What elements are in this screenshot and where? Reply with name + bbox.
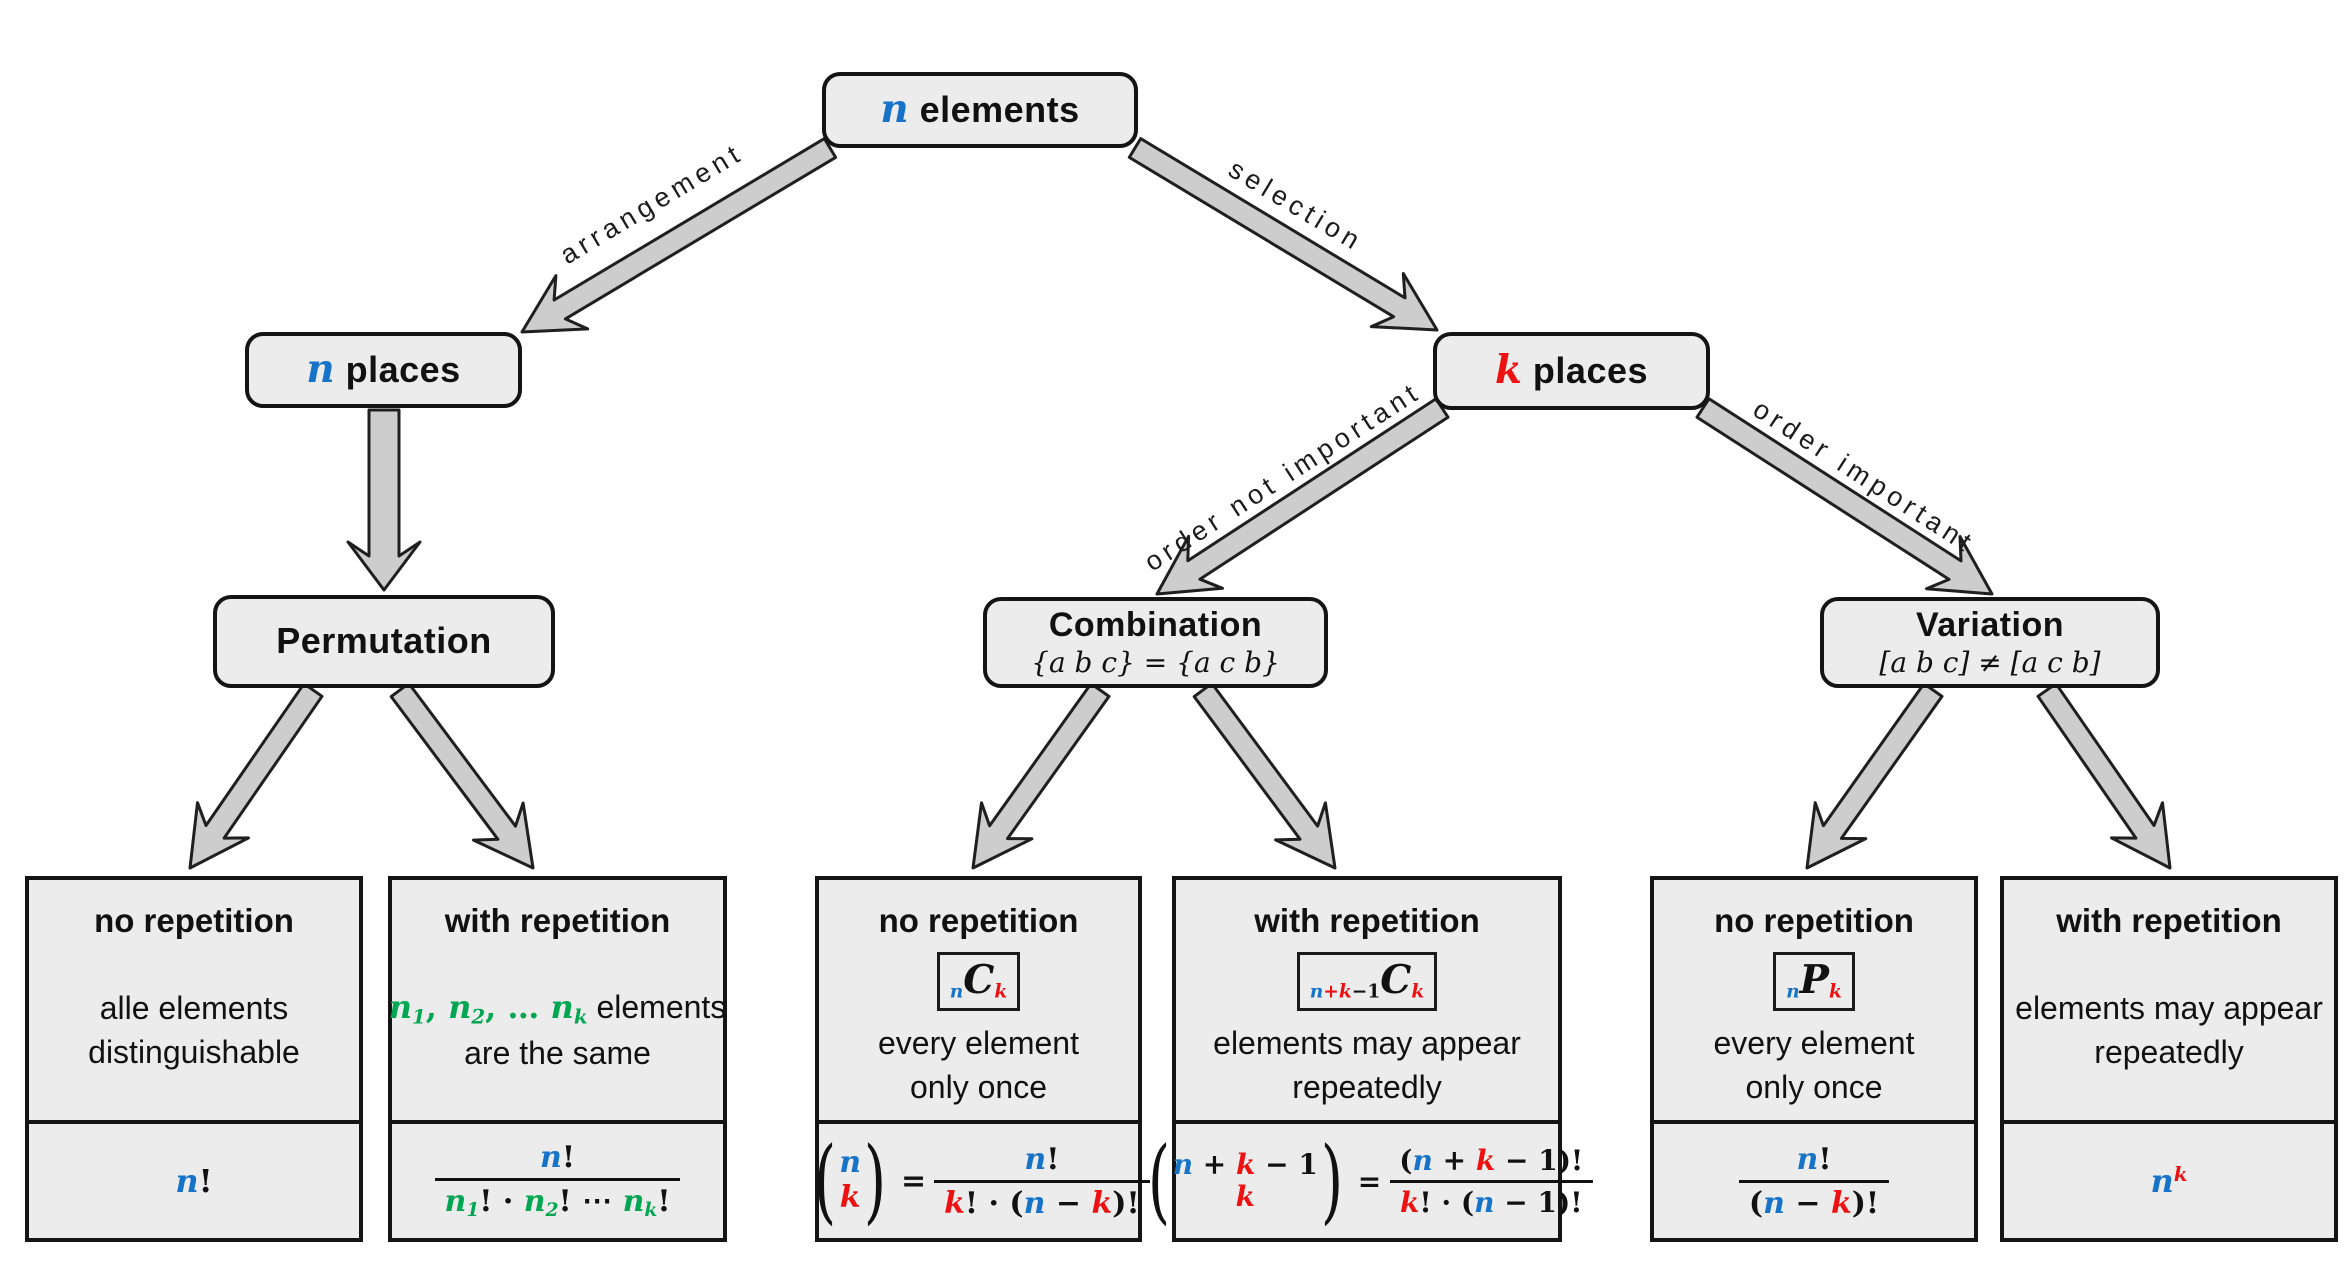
leaf-variation-with-repetition: with repetition elements may appear repe…	[2000, 876, 2338, 1242]
leaf-description: every element only once	[1714, 1011, 1915, 1120]
binomial-column: n + k − 1 k	[1172, 1147, 1318, 1213]
node-n-elements: n elements	[822, 72, 1138, 148]
node-permutation-label: Permutation	[276, 620, 492, 662]
binomial-top: n	[839, 1145, 862, 1181]
leaf-top: with repetition elements may appear repe…	[2004, 880, 2334, 1120]
node-permutation: Permutation	[213, 595, 555, 688]
leaf-title: no repetition	[94, 902, 294, 939]
fraction-numerator: n!	[1796, 1141, 1832, 1177]
desc-line: every element	[878, 1025, 1079, 1062]
fraction-denominator: k! · (n − k)!	[934, 1179, 1150, 1221]
desc-line: every element	[1713, 1025, 1915, 1062]
leaf-description: elements may appear repeatedly	[2015, 940, 2323, 1120]
node-variation-example: [a b c] ≠ [a c b]	[1879, 646, 2101, 680]
leaf-description: alle elements distinguishable	[88, 940, 300, 1120]
desc-line: alle elements	[99, 989, 289, 1026]
leaf-title: with repetition	[2056, 902, 2282, 939]
desc-line: repeatedly	[1292, 1069, 1442, 1106]
node-variation-label: Variation	[1915, 605, 2065, 644]
formula-n-factorial: n!	[29, 1120, 359, 1238]
leaf-top: with repetition n+k−1Ck elements may app…	[1176, 880, 1558, 1120]
leaf-permutation-with-repetition: with repetition n1, n2, … nk elements ar…	[388, 876, 727, 1242]
equals-sign: =	[1357, 1164, 1382, 1198]
edge-order-important	[1695, 397, 1994, 596]
binomial-coefficient: ( n k )	[807, 1127, 893, 1235]
leaf-title: no repetition	[1714, 902, 1914, 939]
desc-line: elements may appear	[2015, 989, 2323, 1026]
leaf-combination-no-repetition: no repetition nCk every element only onc…	[814, 876, 1150, 1242]
fraction-denominator: (n − k)!	[1738, 1179, 1890, 1221]
node-combination-label: Combination	[1048, 605, 1263, 644]
right-paren: )	[863, 1127, 887, 1235]
symbol-nPk: nPk	[1773, 952, 1855, 1011]
desc-line: are the same	[464, 1034, 651, 1071]
edge-permutation-with-rep	[389, 681, 535, 870]
fraction-numerator: (n + k − 1)!	[1399, 1143, 1584, 1177]
binomial-top: n + k − 1	[1172, 1147, 1318, 1181]
symbol-n+k-1Ck: n+k−1Ck	[1296, 952, 1438, 1011]
fraction-numerator: n!	[540, 1140, 575, 1176]
formula-multinomial: n! n1! · n2! ⋯ nk!	[392, 1120, 723, 1238]
right-paren: )	[1320, 1127, 1343, 1235]
fraction-denominator: k! · (n − 1)!	[1389, 1179, 1593, 1219]
node-k-places-label: k places	[1494, 347, 1649, 394]
formula-binomial: ( n k ) = n! k! · (n − k)!	[814, 1120, 1150, 1238]
symbol-nCk: nCk	[936, 952, 1021, 1011]
leaf-title: with repetition	[1254, 902, 1480, 939]
fraction: n! n1! · n2! ⋯ nk!	[434, 1140, 681, 1222]
leaf-top: no repetition alle elements distinguisha…	[29, 880, 359, 1120]
desc-line: elements may appear	[1213, 1025, 1521, 1062]
leaf-permutation-no-repetition: no repetition alle elements distinguisha…	[25, 876, 363, 1242]
fraction-denominator: n1! · n2! ⋯ nk!	[434, 1178, 681, 1222]
leaf-top: no repetition nCk every element only onc…	[819, 880, 1138, 1120]
binomial-bottom: k	[1235, 1179, 1255, 1213]
edge-selection	[1127, 137, 1439, 332]
formula-n-power-k: nk	[2004, 1120, 2334, 1238]
leaf-description: every element only once	[878, 1011, 1079, 1120]
fraction-numerator: n!	[1024, 1141, 1060, 1177]
fraction: n! k! · (n − k)!	[934, 1142, 1150, 1221]
desc-line: distinguishable	[88, 1034, 300, 1070]
leaf-top: with repetition n1, n2, … nk elements ar…	[389, 880, 727, 1120]
leaf-title: no repetition	[878, 902, 1079, 939]
node-n-places-label: n places	[306, 346, 461, 393]
desc-line: only once	[910, 1069, 1047, 1106]
node-variation: Variation [a b c] ≠ [a c b]	[1820, 597, 2160, 688]
leaf-top: no repetition nPk every element only onc…	[1654, 880, 1974, 1120]
edge-variation-with-rep	[2036, 682, 2172, 870]
fraction: n! (n − k)!	[1738, 1141, 1890, 1221]
formula-tokens: n!	[175, 1162, 213, 1200]
fraction: (n + k − 1)! k! · (n − 1)!	[1389, 1144, 1593, 1219]
leaf-variation-no-repetition: no repetition nPk every element only onc…	[1650, 876, 1978, 1242]
node-n-places: n places	[245, 332, 522, 408]
edge-combination-no-rep	[971, 682, 1111, 870]
leaf-description: elements may appear repeatedly	[1213, 1011, 1521, 1120]
binomial-column: n k	[839, 1146, 861, 1215]
binomial-coefficient: ( n + k − 1 k )	[1141, 1127, 1350, 1235]
edge-arrangement	[520, 137, 838, 334]
leaf-description: n1, n2, … nk elements are the same	[389, 940, 727, 1120]
formula-tokens: nk	[2150, 1162, 2188, 1200]
node-k-places: k places	[1433, 332, 1710, 410]
edge-combination-with-rep	[1192, 681, 1337, 870]
node-combination-example: {a b c} = {a c b}	[1031, 646, 1280, 680]
formula-partial-permutation: n! (n − k)!	[1654, 1120, 1974, 1238]
leaf-title: with repetition	[444, 902, 671, 939]
edge-variation-no-rep	[1805, 682, 1944, 870]
formula-binomial-repetition: ( n + k − 1 k ) = (n + k − 1)! k! · (n −…	[1148, 1120, 1593, 1238]
node-combination: Combination {a b c} = {a c b}	[983, 597, 1328, 688]
desc-line: only once	[1745, 1069, 1883, 1106]
edge-permutation-no-rep	[188, 682, 324, 870]
desc-line: n1, n2, … nk elements	[388, 987, 727, 1029]
equals-sign: =	[900, 1163, 927, 1199]
edge-n-places-permutation	[346, 408, 422, 592]
node-n-elements-label: n elements	[880, 86, 1080, 133]
desc-line: repeatedly	[2094, 1034, 2244, 1070]
leaf-combination-with-repetition: with repetition n+k−1Ck elements may app…	[1148, 876, 1593, 1242]
binomial-bottom: k	[839, 1179, 861, 1215]
left-paren: (	[814, 1127, 837, 1235]
edge-order-not-important	[1155, 397, 1450, 596]
left-paren: (	[1147, 1127, 1170, 1235]
